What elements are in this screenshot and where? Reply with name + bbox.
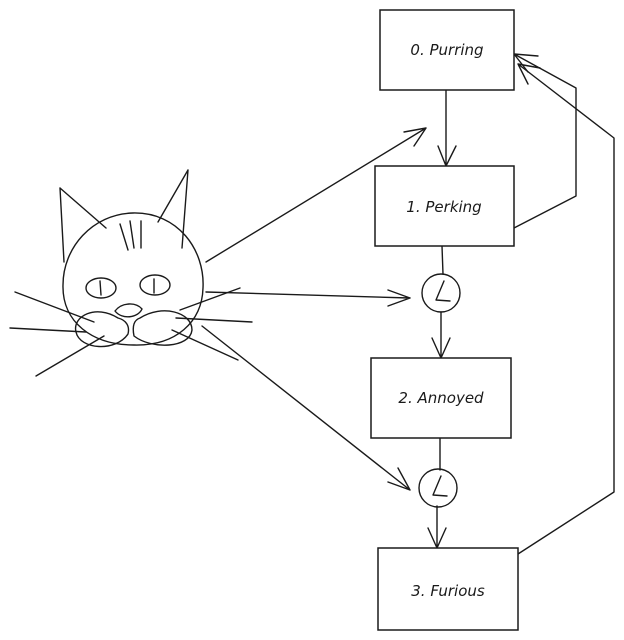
cat-face-icon [9,169,253,377]
state-perking: 1. Perking [374,165,515,247]
arrow-cat-to-perking [205,127,427,263]
arrow-perking-back-to-purring [513,53,577,229]
state-purring: 0. Purring [379,9,515,91]
arrow-timer-2-to-furious [427,505,447,549]
arrow-timer-1-to-annoyed [431,311,451,359]
arrow-furious-back-to-purring [517,63,615,555]
arrow-cat-to-timer-1 [205,289,411,307]
arrow-purring-to-perking [437,89,457,167]
arrow-cat-to-timer-2 [201,325,411,491]
clock-icon [421,273,461,313]
state-annoyed: 2. Annoyed [370,357,512,439]
state-label: 0. Purring [410,41,483,59]
state-label: 2. Annoyed [398,389,484,407]
state-furious: 3. Furious [377,547,519,631]
clock-icon [418,468,458,508]
state-label: 1. Perking [406,198,481,216]
state-label: 3. Furious [411,582,485,600]
line-perking-to-timer-1 [441,245,444,275]
